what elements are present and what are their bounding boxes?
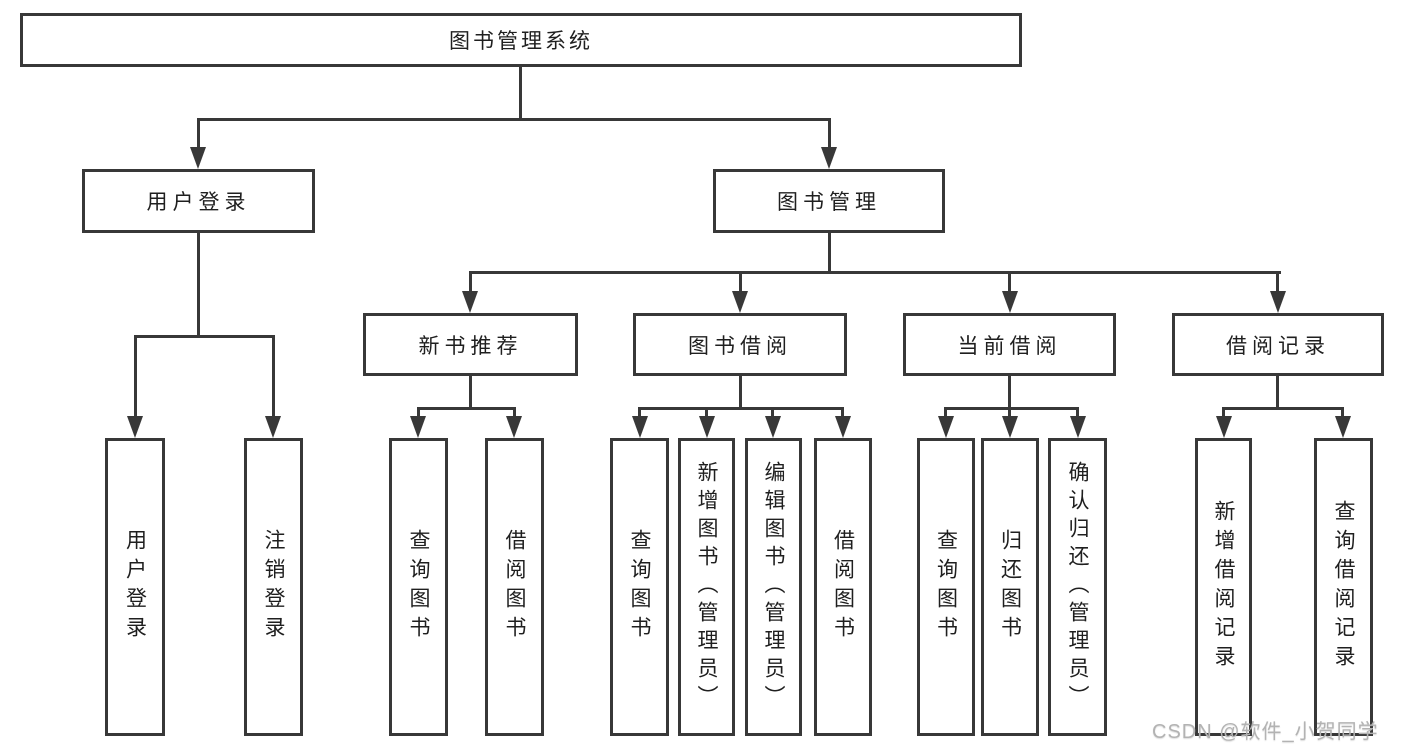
node-leaf-confirm-return-admin-label: 确认归还（管理员） (1066, 461, 1089, 713)
node-leaf-borrow-books-borrow-label: 借阅图书 (831, 529, 855, 645)
node-leaf-query-borrow-record: 查询借阅记录 (1314, 438, 1373, 736)
arrow-down-icon (1002, 416, 1018, 438)
node-current-borrow: 当前借阅 (903, 313, 1116, 376)
connector-leaf-drop (1008, 407, 1011, 417)
arrow-down-icon (732, 291, 748, 313)
node-leaf-query-books-borrow-label: 查询图书 (628, 529, 651, 645)
connector-leaf-drop (841, 407, 844, 417)
connector-groupC-stem (1008, 376, 1011, 409)
csdn-watermark: CSDN @软件_小贺同学 (1152, 721, 1379, 743)
arrow-down-icon (1216, 416, 1232, 438)
connector-leaf-drop (638, 407, 641, 417)
connector-leaf-drop (705, 407, 708, 417)
connector-leaf-drop (944, 407, 947, 417)
node-leaf-query-books-borrow: 查询图书 (610, 438, 669, 736)
node-leaf-add-book-admin-label: 新增图书（管理员） (695, 461, 718, 713)
connector-mgmt-hline (469, 271, 1281, 274)
node-new-book-rec: 新书推荐 (363, 313, 578, 376)
node-leaf-edit-book-admin-label: 编辑图书（管理员） (762, 461, 785, 713)
node-root: 图书管理系统 (20, 13, 1022, 67)
connector-groupB-stem (739, 376, 742, 409)
connector-groupD-stem (1276, 376, 1279, 409)
arrow-down-icon (506, 416, 522, 438)
node-book-mgmt: 图书管理 (713, 169, 945, 233)
arrow-down-icon (1335, 416, 1351, 438)
connector-leaf-drop (1076, 407, 1079, 417)
node-leaf-add-borrow-record-label: 新增借阅记录 (1212, 500, 1235, 674)
connector-module-drop (739, 271, 742, 293)
node-leaf-user-login-label: 用户登录 (123, 529, 147, 645)
connector-book-mgmt-drop (828, 118, 831, 150)
node-leaf-query-books-current: 查询图书 (917, 438, 975, 736)
connector-leaf-drop (771, 407, 774, 417)
node-leaf-query-books-rec: 查询图书 (389, 438, 448, 736)
node-leaf-logout-label: 注销登录 (262, 529, 285, 645)
connector-module-drop (469, 271, 472, 293)
node-borrow-record-label: 借阅记录 (1226, 334, 1330, 358)
node-leaf-query-books-current-label: 查询图书 (934, 529, 958, 645)
arrow-down-icon (410, 416, 426, 438)
connector-root-stem (519, 67, 522, 120)
arrow-down-icon (462, 291, 478, 313)
connector-leaf-drop (513, 407, 516, 417)
connector-groupA-hline (417, 407, 516, 410)
arrow-down-icon (127, 416, 143, 438)
arrow-down-icon (938, 416, 954, 438)
node-leaf-confirm-return-admin: 确认归还（管理员） (1048, 438, 1107, 736)
arrow-down-icon (265, 416, 281, 438)
arrow-down-icon (190, 147, 206, 169)
connector-root-hline (197, 118, 831, 121)
connector-user-login-drop (197, 118, 200, 150)
connector-module-drop (1276, 271, 1279, 293)
arrow-down-icon (835, 416, 851, 438)
node-leaf-borrow-books-rec-label: 借阅图书 (503, 529, 526, 645)
node-leaf-borrow-books-borrow: 借阅图书 (814, 438, 872, 736)
connector-leaf-drop (272, 335, 275, 417)
node-leaf-add-book-admin: 新增图书（管理员） (678, 438, 735, 736)
connector-module-drop (1008, 271, 1011, 293)
node-new-book-rec-label: 新书推荐 (418, 334, 523, 358)
arrow-down-icon (821, 147, 837, 169)
node-book-borrow-label: 图书借阅 (688, 334, 792, 358)
node-book-mgmt-label: 图书管理 (777, 191, 881, 214)
node-leaf-user-login: 用户登录 (105, 438, 165, 736)
node-user-login-label: 用户登录 (146, 191, 251, 214)
node-leaf-query-books-rec-label: 查询图书 (407, 529, 430, 645)
node-leaf-return-book: 归还图书 (981, 438, 1039, 736)
node-book-borrow: 图书借阅 (633, 313, 847, 376)
connector-leaf-drop (417, 407, 420, 417)
connector-groupB-hline (638, 407, 844, 410)
connector-leaf-drop (1222, 407, 1225, 417)
node-borrow-record: 借阅记录 (1172, 313, 1384, 376)
connector-user-hline (134, 335, 275, 338)
connector-groupA-stem (469, 376, 472, 409)
connector-leaf-drop (134, 335, 137, 417)
node-leaf-borrow-books-rec: 借阅图书 (485, 438, 544, 736)
arrow-down-icon (1070, 416, 1086, 438)
node-leaf-logout: 注销登录 (244, 438, 303, 736)
node-leaf-edit-book-admin: 编辑图书（管理员） (745, 438, 802, 736)
arrow-down-icon (765, 416, 781, 438)
connector-user-stem (197, 233, 200, 337)
arrow-down-icon (1002, 291, 1018, 313)
connector-groupD-hline (1222, 407, 1344, 410)
connector-leaf-drop (1341, 407, 1344, 417)
arrow-down-icon (699, 416, 715, 438)
node-current-borrow-label: 当前借阅 (957, 334, 1062, 358)
node-user-login: 用户登录 (82, 169, 315, 233)
connector-groupC-hline (944, 407, 1079, 410)
node-leaf-query-borrow-record-label: 查询借阅记录 (1332, 500, 1355, 674)
arrow-down-icon (1270, 291, 1286, 313)
connector-mgmt-stem (828, 233, 831, 273)
arrow-down-icon (632, 416, 648, 438)
node-leaf-return-book-label: 归还图书 (998, 529, 1022, 645)
node-leaf-add-borrow-record: 新增借阅记录 (1195, 438, 1252, 736)
node-root-label: 图书管理系统 (449, 30, 593, 53)
